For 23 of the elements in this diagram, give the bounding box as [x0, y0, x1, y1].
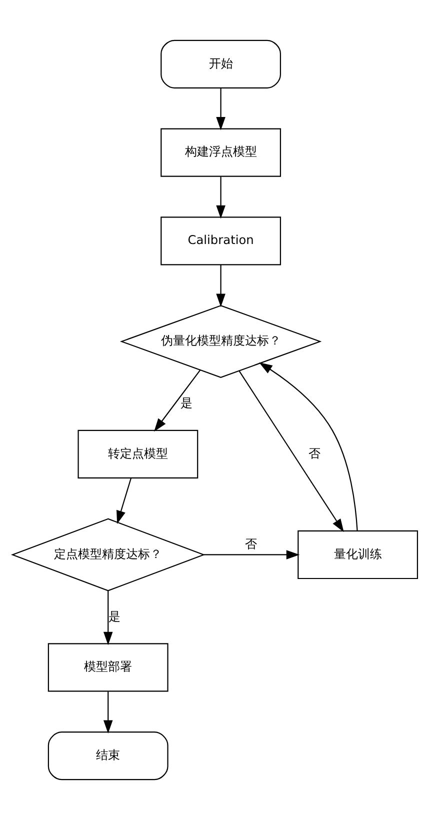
- edge-label: 是: [108, 608, 121, 623]
- node-box: 开始: [160, 39, 282, 88]
- arrow: [259, 362, 358, 530]
- edge-label: 否: [244, 536, 257, 550]
- edge-label: 否: [308, 446, 321, 460]
- arrow: [103, 691, 113, 734]
- node-box: 量化训练: [298, 530, 418, 579]
- arrow: [216, 176, 226, 218]
- node-box: 结束: [48, 731, 168, 780]
- arrow: [216, 264, 226, 307]
- node-box: Calibration: [160, 216, 282, 265]
- arrow: [204, 550, 300, 559]
- edge-label: 是: [180, 396, 193, 410]
- node-diamond: 定点模型精度达标？: [10, 518, 206, 591]
- arrow: [238, 370, 344, 532]
- node-box: 模型部署: [48, 642, 168, 692]
- node-box: 构建浮点模型: [160, 128, 282, 176]
- node-box: 转定点模型: [78, 429, 198, 478]
- node-diamond: 伪量化模型精度达标？: [120, 304, 322, 378]
- arrow: [216, 88, 226, 130]
- arrow: [103, 590, 113, 645]
- arrow: [116, 477, 132, 524]
- arrow: [154, 369, 201, 432]
